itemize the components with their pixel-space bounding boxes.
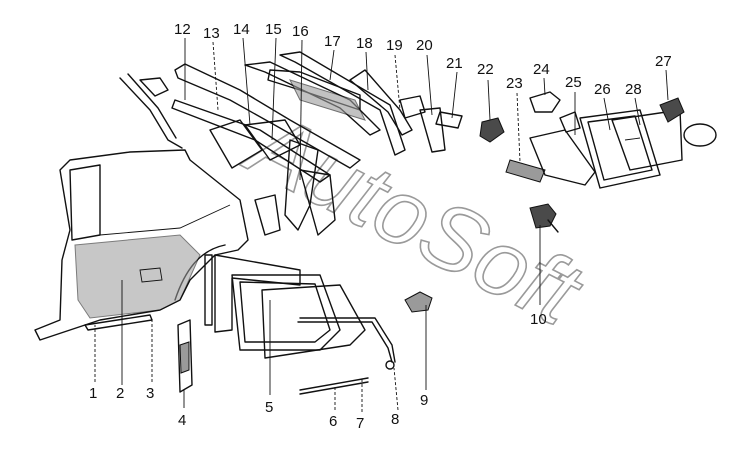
callout-25: 25: [565, 74, 582, 91]
callout-24: 24: [533, 61, 550, 78]
callout-1: 1: [89, 385, 97, 402]
lamp-socket: [529, 203, 559, 233]
callout-13: 13: [203, 25, 220, 42]
small-fasteners: [479, 91, 581, 183]
callout-12: 12: [174, 21, 191, 38]
callout-28: 28: [625, 81, 642, 98]
callout-10: 10: [530, 311, 547, 328]
callout-4: 4: [178, 412, 186, 429]
quarter-panel: [34, 149, 249, 341]
callout-labels: 1 2 3 4 5 6 7 8 9 10 12 13 14 15 16 17 1…: [89, 21, 672, 432]
callout-2: 2: [116, 385, 124, 402]
callout-21: 21: [446, 55, 463, 72]
leader-lines: [94, 37, 669, 412]
callout-26: 26: [594, 81, 611, 98]
bracket-9: [404, 291, 433, 313]
callout-7: 7: [356, 415, 364, 432]
callout-8: 8: [391, 411, 399, 428]
visor-panels: [529, 97, 717, 189]
callout-16: 16: [292, 23, 309, 40]
callout-3: 3: [146, 385, 154, 402]
callout-20: 20: [416, 37, 433, 54]
callout-27: 27: [655, 53, 672, 70]
callout-14: 14: [233, 21, 250, 38]
callout-15: 15: [265, 21, 282, 38]
callout-23: 23: [506, 75, 523, 92]
pillar-trim: [177, 319, 193, 393]
callout-5: 5: [265, 399, 273, 416]
callout-6: 6: [329, 413, 337, 430]
callout-19: 19: [386, 37, 403, 54]
callout-9: 9: [420, 392, 428, 409]
quarter-glass: [204, 254, 366, 359]
callout-22: 22: [477, 61, 494, 78]
callout-18: 18: [356, 35, 373, 52]
callout-17: 17: [324, 33, 341, 50]
moulding-rods: [297, 317, 396, 395]
roof-trim-assembly: [119, 51, 463, 236]
